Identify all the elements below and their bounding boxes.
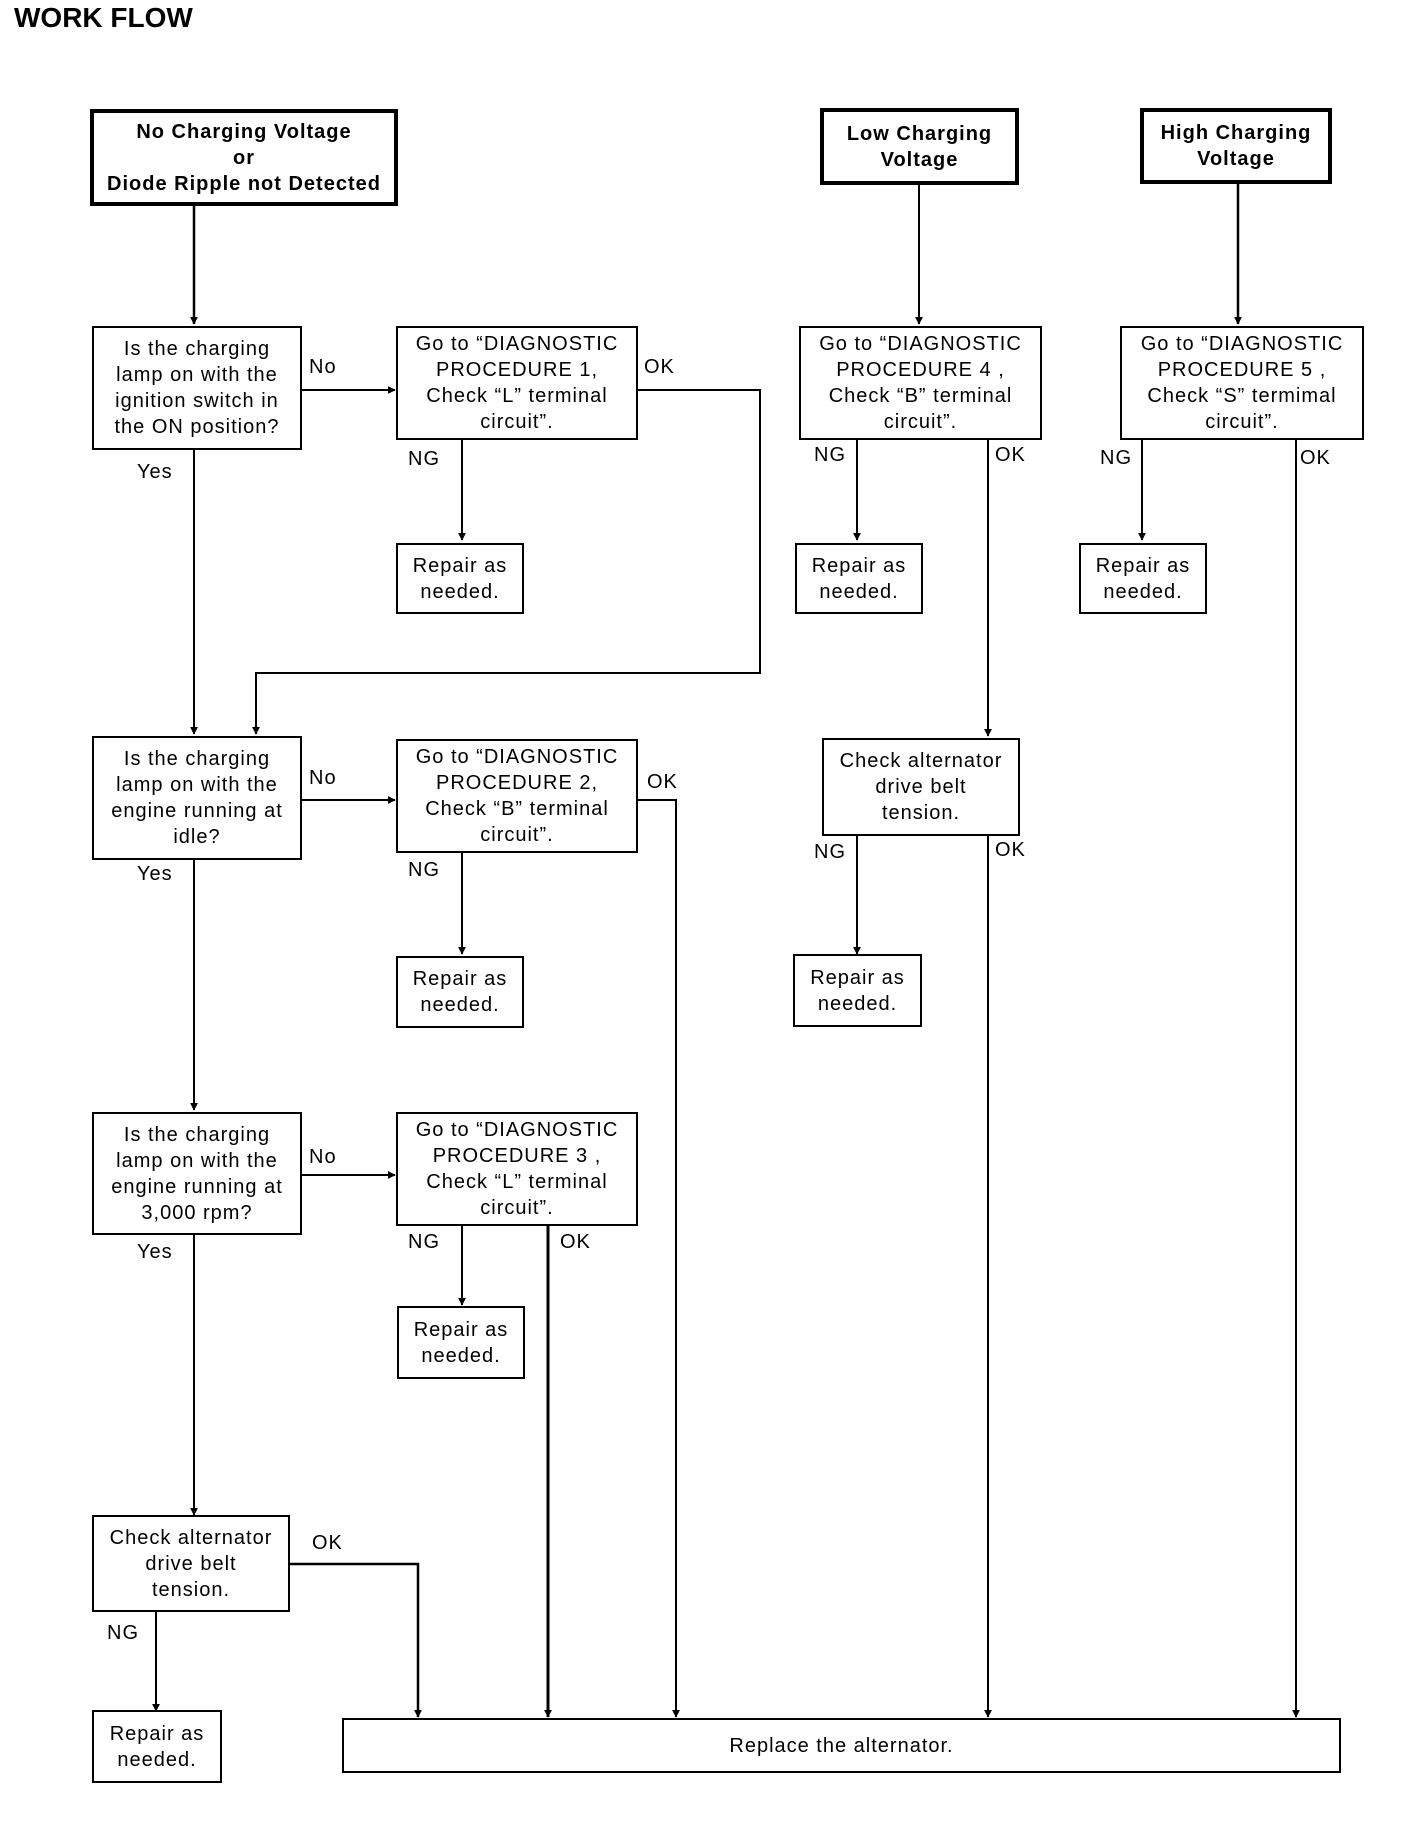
check-belt-tension-main: Check alternator drive belt tension. [92,1515,290,1612]
label-ng-p1: NG [408,448,440,470]
label-ok-p3: OK [560,1231,591,1253]
label-yes-q1: Yes [137,461,173,483]
diagnostic-procedure-2: Go to “DIAGNOSTIC PROCEDURE 2, Check “B”… [396,739,638,853]
repair-box-p4: Repair as needed. [795,543,923,614]
label-ng-belt-low: NG [814,841,846,863]
repair-box-p5: Repair as needed. [1079,543,1207,614]
label-ok-belt-low: OK [995,839,1026,861]
label-ok-p2: OK [647,771,678,793]
start-high-charging-voltage: High Charging Voltage [1140,108,1332,184]
start-low-charging-voltage: Low Charging Voltage [820,108,1019,185]
arrow-p2-ok-to-replace [638,799,680,1718]
diagnostic-procedure-3: Go to “DIAGNOSTIC PROCEDURE 3 , Check “L… [396,1112,638,1226]
arrow-belt1-ok-to-replace [290,1562,422,1718]
repair-box-p3: Repair as needed. [397,1306,525,1379]
diagnostic-procedure-4: Go to “DIAGNOSTIC PROCEDURE 4 , Check “B… [799,326,1042,440]
check-belt-tension-low: Check alternator drive belt tension. [822,738,1020,836]
repair-box-belt-main: Repair as needed. [92,1710,222,1783]
question-ignition-on: Is the charging lamp on with the ignitio… [92,326,302,450]
label-no-q2: No [309,767,337,789]
repair-box-p2: Repair as needed. [396,956,524,1028]
label-ok-p1: OK [644,356,675,378]
label-ok-belt-main: OK [312,1532,343,1554]
repair-box-p1: Repair as needed. [396,543,524,614]
arrow-p1-ok-to-q2 [252,389,761,735]
question-engine-idle: Is the charging lamp on with the engine … [92,736,302,860]
diagnostic-procedure-1: Go to “DIAGNOSTIC PROCEDURE 1, Check “L”… [396,326,638,440]
start-no-charging-voltage: No Charging Voltage or Diode Ripple not … [90,109,398,206]
label-yes-q2: Yes [137,863,173,885]
label-ng-belt-main: NG [107,1622,139,1644]
label-ng-p4: NG [814,444,846,466]
label-no-q3: No [309,1146,337,1168]
page-title: WORK FLOW [14,2,193,33]
label-no-q1: No [309,356,337,378]
diagnostic-procedure-5: Go to “DIAGNOSTIC PROCEDURE 5 , Check “S… [1120,326,1364,440]
label-yes-q3: Yes [137,1241,173,1263]
label-ng-p2: NG [408,859,440,881]
label-ng-p3: NG [408,1231,440,1253]
question-engine-3000rpm: Is the charging lamp on with the engine … [92,1112,302,1235]
label-ng-p5: NG [1100,447,1132,469]
label-ok-p5: OK [1300,447,1331,469]
repair-box-belt-low: Repair as needed. [793,954,922,1027]
replace-alternator-box: Replace the alternator. [342,1718,1341,1773]
label-ok-p4: OK [995,444,1026,466]
